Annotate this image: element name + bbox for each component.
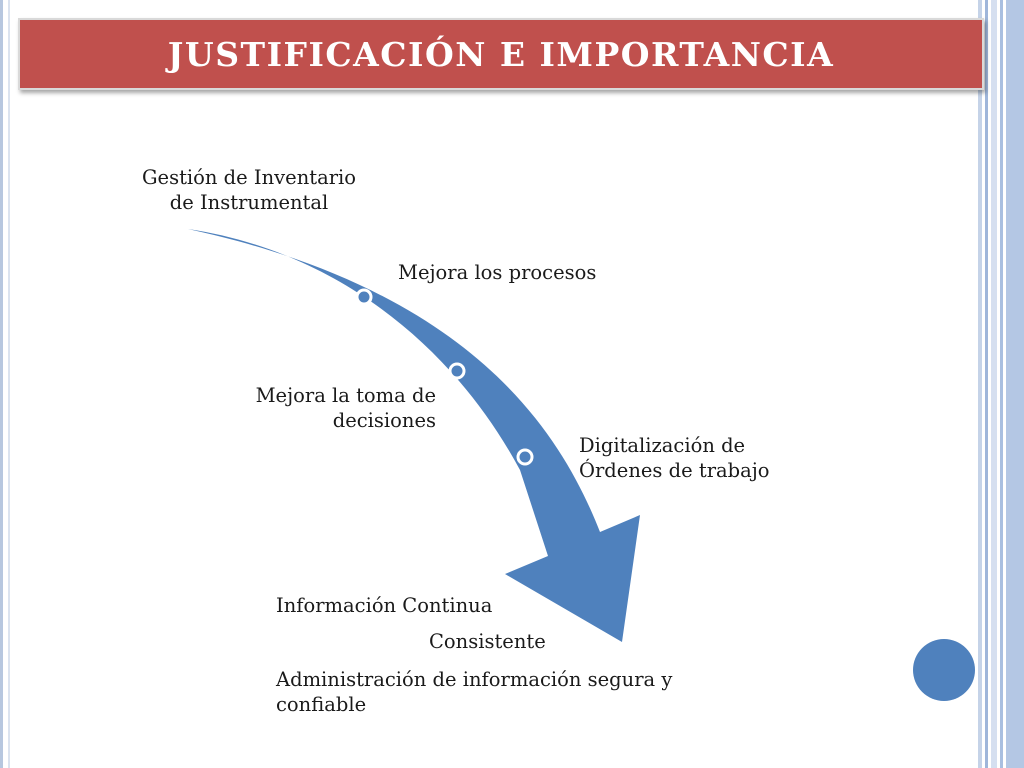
step3-label-line2: Órdenes de trabajo bbox=[579, 459, 770, 482]
step2-label: Mejora la toma de decisiones bbox=[200, 383, 436, 433]
start-label-line1: Gestión de Inventario bbox=[141, 166, 357, 189]
step2-label-line2: decisiones bbox=[332, 409, 436, 432]
left-border-line bbox=[0, 0, 3, 768]
result2-label: Consistente bbox=[429, 630, 546, 653]
result3-label: Administración de información segura y c… bbox=[276, 667, 672, 717]
step3-label-line1: Digitalización de bbox=[579, 434, 746, 457]
arrow-body bbox=[188, 229, 640, 642]
slide-title: JUSTIFICACIÓN E IMPORTANCIA bbox=[167, 34, 835, 74]
step2-label-line1: Mejora la toma de bbox=[255, 384, 436, 407]
step-markers bbox=[355, 288, 534, 466]
decorative-circle bbox=[913, 639, 975, 701]
result3-label-line1: Administración de información segura y bbox=[276, 668, 673, 691]
result3-label-line2: confiable bbox=[276, 693, 367, 716]
result1-label: Información Continua bbox=[276, 594, 493, 617]
step1-label: Mejora los procesos bbox=[398, 261, 597, 284]
start-label-line2: de Instrumental bbox=[169, 191, 329, 214]
step3-label: Digitalización de Órdenes de trabajo bbox=[579, 433, 770, 483]
left-border-line-inner bbox=[8, 0, 10, 768]
right-decorative-stripes bbox=[978, 0, 1024, 768]
marker-dot-2 bbox=[448, 362, 466, 380]
title-bar: JUSTIFICACIÓN E IMPORTANCIA bbox=[18, 18, 984, 90]
marker-dot-1 bbox=[355, 288, 373, 306]
start-label: Gestión de Inventario de Instrumental bbox=[127, 165, 371, 215]
marker-dot-3 bbox=[516, 448, 534, 466]
